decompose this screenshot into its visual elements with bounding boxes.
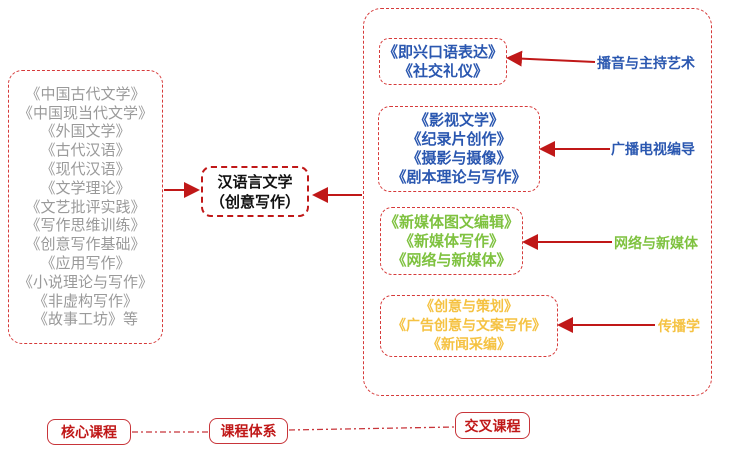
major-box: 汉语言文学 （创意写作） xyxy=(201,166,309,217)
core-course-item: 《小说理论与写作》 xyxy=(17,272,153,291)
course-item: 《创意与策划》 xyxy=(420,298,518,315)
course-item: 《新媒体写作》 xyxy=(398,231,504,250)
legend-connector-2 xyxy=(288,426,455,431)
course-item: 《摄影与摄像》 xyxy=(406,149,512,167)
major-subtitle: （创意写作） xyxy=(209,192,300,211)
core-course-item: 《非虚构写作》 xyxy=(32,291,138,310)
label-communication: 传播学 xyxy=(658,319,700,335)
arrow-broadcast-hosting xyxy=(506,50,596,67)
core-course-item: 《文艺批评实践》 xyxy=(25,197,146,216)
legend-course-system: 课程体系 xyxy=(209,418,288,444)
course-item: 《影视文学》 xyxy=(413,111,504,129)
course-item: 《新闻采编》 xyxy=(427,336,511,353)
legend-core-courses: 核心课程 xyxy=(47,419,131,445)
core-course-item: 《现代汉语》 xyxy=(40,160,131,178)
group-tv-directing: 《影视文学》 《纪录片创作》 《摄影与摄像》 《剧本理论与写作》 xyxy=(378,106,540,192)
core-courses-group: 《中国古代文学》《中国现当代文学》《外国文学》《古代汉语》《现代汉语》《文学理论… xyxy=(8,70,163,344)
legend-cross-courses: 交叉课程 xyxy=(455,412,530,439)
course-item: 《纪录片创作》 xyxy=(406,130,512,148)
core-course-item: 《文学理论》 xyxy=(40,178,131,197)
course-item: 《剧本理论与写作》 xyxy=(391,168,527,186)
major-name: 汉语言文学 xyxy=(217,172,293,191)
group-new-media: 《新媒体图文编辑》 《新媒体写作》 《网络与新媒体》 xyxy=(380,207,523,275)
course-item: 《新媒体图文编辑》 xyxy=(383,212,519,231)
label-new-media: 网络与新媒体 xyxy=(614,236,698,252)
core-course-item: 《中国现当代文学》 xyxy=(17,103,153,122)
cross-courses-container xyxy=(363,8,712,396)
course-item: 《广告创意与文案写作》 xyxy=(392,317,546,334)
core-course-item: 《写作思维训练》 xyxy=(25,216,146,235)
core-course-item: 《应用写作》 xyxy=(40,253,131,272)
core-course-list: 《中国古代文学》《中国现当代文学》《外国文学》《古代汉语》《现代汉语》《文学理论… xyxy=(18,85,153,329)
course-item: 《社交礼仪》 xyxy=(397,61,488,80)
group-broadcast-hosting: 《即兴口语表达》 《社交礼仪》 xyxy=(379,38,507,85)
core-course-item: 《创意写作基础》 xyxy=(25,235,146,254)
core-course-item: 《故事工坊》等 xyxy=(32,310,138,329)
course-item: 《网络与新媒体》 xyxy=(391,250,512,269)
core-course-item: 《中国古代文学》 xyxy=(25,84,146,103)
label-broadcast-hosting: 播音与主持艺术 xyxy=(597,56,695,72)
label-tv-directing: 广播电视编导 xyxy=(611,142,695,158)
core-course-item: 《外国文学》 xyxy=(40,122,131,141)
course-item: 《即兴口语表达》 xyxy=(382,42,503,61)
core-course-item: 《古代汉语》 xyxy=(40,141,131,160)
group-communication: 《创意与策划》 《广告创意与文案写作》 《新闻采编》 xyxy=(380,295,558,357)
